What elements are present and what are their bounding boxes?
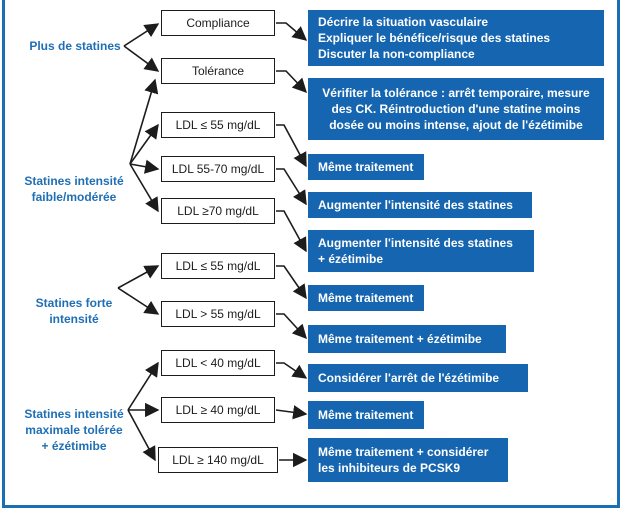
condition-box: LDL ≤ 55 mg/dL: [161, 253, 275, 279]
frame-border: [2, 0, 620, 508]
category-label: Statines intensité faible/modérée: [24, 174, 124, 204]
category-label: Plus de statines: [29, 39, 121, 53]
category-label: Statines forte intensité: [35, 296, 113, 326]
result-box: Même traitement + ézétimibe: [308, 325, 506, 353]
connector-arrow: [129, 78, 159, 165]
connector-arrow: [123, 45, 160, 72]
category-intensite-maximale: Statines intensité maximale tolérée + éz…: [14, 390, 134, 454]
condition-box: LDL ≥70 mg/dL: [161, 198, 275, 224]
result-box: Augmenter l'intensité des statines: [308, 192, 532, 218]
category-plus-de-statines: Plus de statines: [20, 38, 130, 54]
connector-arrow: [276, 168, 307, 206]
result-box: Même traitement + considérer les inhibit…: [308, 438, 508, 482]
result-box: Même traitement: [308, 401, 424, 429]
category-label: Statines intensité maximale tolérée + éz…: [24, 407, 124, 453]
category-forte-intensite: Statines forte intensité: [22, 279, 126, 327]
condition-box: LDL < 40 mg/dL: [161, 350, 275, 376]
connector-arrow: [276, 210, 307, 253]
condition-box: Compliance: [161, 10, 275, 36]
connector-arrow: [129, 163, 159, 213]
connector-arrow: [129, 159, 160, 174]
result-box: Même traitement: [308, 154, 424, 180]
condition-box: LDL ≥ 40 mg/dL: [161, 397, 275, 423]
result-box: Même traitement: [308, 285, 424, 311]
condition-box: LDL ≤ 55 mg/dL: [161, 112, 275, 138]
result-box: Décrire la situation vasculaire Explique…: [308, 10, 604, 66]
connector-arrow: [127, 409, 156, 462]
connector-arrow: [276, 265, 307, 300]
connector-arrow: [276, 124, 307, 168]
result-box: Considérer l'arrêt de l'ézétimibe: [308, 364, 528, 392]
connector-arrow: [129, 123, 159, 165]
connector-arrow: [117, 265, 160, 289]
category-intensite-faible: Statines intensité faible/modérée: [14, 157, 134, 205]
connector-arrow: [276, 362, 308, 379]
connector-arrow: [276, 22, 308, 41]
connector-arrow: [275, 405, 308, 420]
condition-box: Tolérance: [161, 58, 275, 84]
connector-arrow: [117, 287, 160, 315]
condition-box: LDL ≥ 140 mg/dL: [158, 447, 278, 473]
condition-box: LDL > 55 mg/dL: [161, 301, 275, 327]
result-box: Augmenter l'intensité des statines + ézé…: [308, 230, 534, 272]
condition-box: LDL 55-70 mg/dL: [161, 156, 275, 182]
connector-arrow: [127, 361, 159, 411]
connector-arrow: [276, 70, 307, 94]
result-box: Vérifiter la tolérance : arrêt temporair…: [308, 78, 604, 140]
connector-arrow: [123, 23, 160, 47]
connector-arrow: [276, 313, 307, 340]
